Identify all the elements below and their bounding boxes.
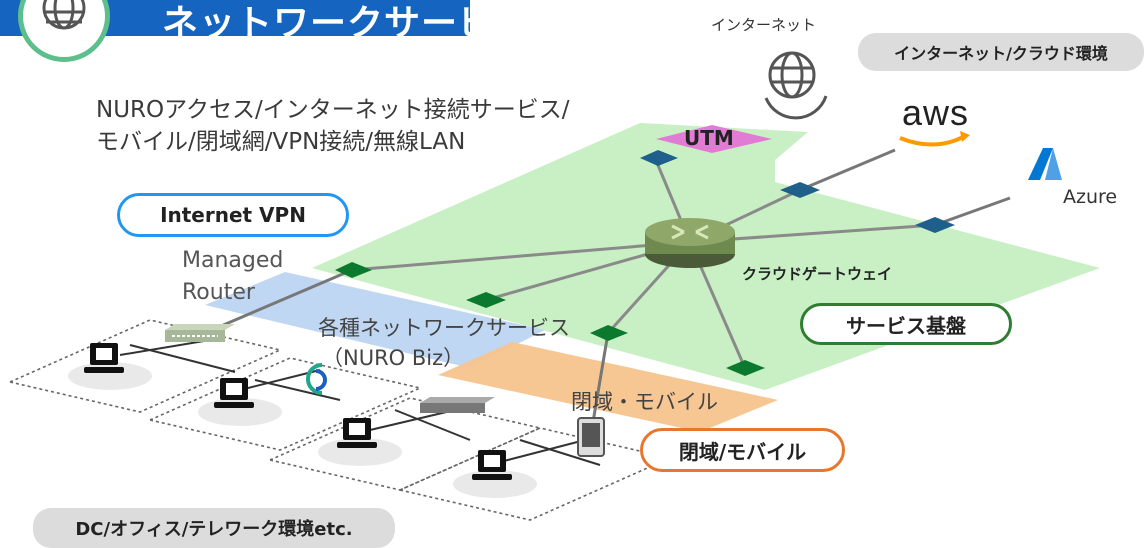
lan-lines	[119, 339, 601, 466]
services-line-1: NUROアクセス/インターネット接続サービス/	[96, 97, 570, 123]
node-aws	[780, 182, 820, 198]
pc-icon-2	[214, 378, 254, 408]
internet-cloud-badge: インターネット/クラウド環境	[858, 33, 1144, 71]
nuro-biz-logo	[306, 363, 327, 395]
closed-mobile-zone-label: 閉域・モバイル	[571, 390, 718, 414]
mobile-device-icon	[577, 417, 605, 457]
site-floor-4	[397, 427, 673, 521]
pc-icon-4	[472, 450, 512, 480]
nuro-biz-label: （NURO Biz）	[322, 346, 465, 370]
pc-icon-3	[337, 418, 377, 448]
cloud-gateway-label: クラウドゲートウェイ	[742, 265, 893, 283]
blue-nodes	[640, 150, 955, 233]
node-vpn	[335, 262, 372, 278]
service-platform-badge: サービス基盤	[800, 303, 1012, 345]
utm-diamond	[656, 125, 772, 153]
globe-icon	[42, 0, 86, 30]
azure-label: Azure	[1063, 186, 1118, 208]
site-floor-1	[7, 319, 283, 413]
pc-icon-1	[84, 343, 124, 373]
internet-globe-icon	[764, 51, 828, 120]
cloud-gateway-router-icon	[645, 218, 735, 268]
aws-arrow-icon	[960, 131, 970, 142]
closed-switch-icon	[420, 397, 495, 413]
dc-office-badge: DC/オフィス/テレワーク環境etc.	[33, 508, 395, 548]
utm-label: UTM	[684, 126, 734, 150]
node-services	[466, 292, 506, 308]
internet-label: インターネット	[711, 16, 817, 34]
various-services-label: 各種ネットワークサービス	[318, 316, 570, 340]
managed-router-label-1: Managed	[182, 248, 284, 273]
site-shadows	[68, 362, 537, 498]
pc-icons	[84, 343, 512, 480]
closed-mobile-badge: 閉域/モバイル	[640, 428, 845, 472]
managed-router-icon	[165, 324, 235, 342]
closed-mobile-zone	[438, 342, 778, 432]
node-azure	[915, 217, 955, 233]
internet-vpn-badge: Internet VPN	[117, 193, 349, 237]
node-utm	[640, 150, 678, 166]
page-title: ネットワークサービス	[162, 3, 533, 44]
green-nodes	[335, 262, 765, 376]
azure-logo-icon	[1028, 148, 1062, 180]
node-closed	[590, 325, 628, 341]
services-line-2: モバイル/閉域網/VPN接続/無線LAN	[96, 129, 466, 155]
managed-router-label-2: Router	[182, 280, 255, 305]
node-mobile	[726, 360, 765, 376]
aws-smile-icon	[899, 134, 966, 147]
aws-label: aws	[902, 92, 970, 133]
